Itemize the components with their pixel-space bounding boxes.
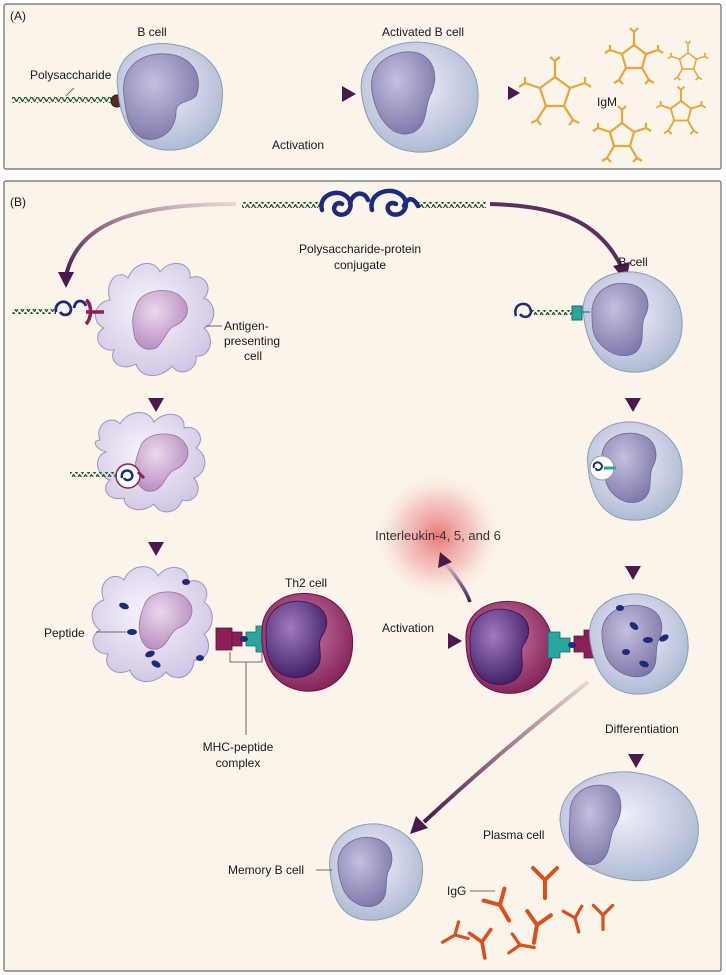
polysaccharide-protein-conjugate — [242, 188, 486, 217]
mhc-leader — [229, 652, 263, 735]
b-cell-arrow-2-head — [625, 566, 641, 580]
igg-antibody — [440, 920, 470, 944]
igm-pentamer — [604, 27, 664, 85]
igg-antibody — [531, 866, 559, 900]
interleukin-arrow-head — [438, 552, 452, 568]
memory-b-cell — [329, 823, 424, 921]
igm-label: IgM — [597, 95, 617, 109]
b-cell-a-label: B cell — [137, 25, 166, 39]
differentiation-label: Differentiation — [605, 722, 679, 736]
activation-label-a: Activation — [272, 138, 324, 152]
igm-pentamer — [518, 56, 592, 126]
conjugate-label-line2: conjugate — [334, 258, 386, 272]
differentiation-arrow-head — [628, 754, 644, 768]
igm-pentamer — [592, 105, 652, 163]
igg-antibody — [525, 909, 553, 945]
interleukin-label: Interleukin-4, 5, and 6 — [375, 528, 501, 543]
igg-antibody — [591, 903, 615, 932]
antigen-presenting-cell-2 — [70, 412, 206, 513]
mhc-label-line2: complex — [216, 756, 261, 770]
mhc-label-line1: MHC-peptide — [203, 740, 274, 754]
memory-arrow-head — [410, 816, 428, 834]
conjugate-to-b-cell-arrow — [489, 202, 624, 269]
th2-cell-activated — [465, 600, 554, 694]
igm-pentamer — [655, 85, 707, 135]
memory-b-cell-label: Memory B cell — [228, 863, 304, 877]
polysaccharide-label: Polysaccharide — [30, 68, 112, 82]
b-cell-b1 — [514, 271, 683, 373]
activated-b-cell — [360, 41, 479, 153]
igg-antibody — [467, 927, 493, 960]
b-cell-b-label: B cell — [618, 255, 647, 269]
plasma-cell-label: Plasma cell — [483, 828, 544, 842]
activated-b-cell-label: Activated B cell — [382, 25, 464, 39]
activation-arrow-b-head — [448, 633, 462, 649]
polysaccharide-chain — [12, 97, 116, 103]
memory-arrow — [422, 680, 590, 824]
conjugate-label-line1: Polysaccharide-protein — [299, 242, 421, 256]
interleukin-cloud — [370, 468, 506, 604]
conjugate-to-apc-arrow-head — [58, 272, 74, 288]
apc-arrow-1-head — [148, 398, 164, 412]
antigen-presenting-cell-3 — [91, 566, 213, 682]
activation-arrow-a-head — [342, 86, 356, 102]
panel-b-tag: (B) — [10, 195, 26, 209]
plasma-cell — [559, 771, 699, 882]
peptide-label: Peptide — [44, 626, 85, 640]
th2-cell — [261, 592, 354, 692]
interleukin-arrow — [442, 560, 472, 603]
b-cell-arrow-1-head — [625, 398, 641, 412]
polysaccharide-leader — [65, 87, 75, 97]
apc-label-line2: presenting — [224, 334, 280, 348]
th2-label: Th2 cell — [285, 576, 327, 590]
igg-label: IgG — [447, 884, 466, 898]
apc-label-line3: cell — [244, 349, 262, 363]
panel-a-tag: (A) — [10, 9, 26, 23]
igg-antibody — [507, 932, 536, 955]
igg-molecules — [440, 866, 615, 960]
igg-antibody — [561, 904, 584, 934]
igm-molecules — [518, 27, 709, 163]
b-cell-b3 — [589, 593, 689, 695]
antigen-presenting-cell-1 — [12, 263, 215, 376]
activation-label-b: Activation — [382, 621, 434, 635]
b-cell-b2 — [587, 421, 683, 521]
apc-arrow-2-head — [148, 542, 164, 556]
apc-label-line1: Antigen- — [224, 319, 269, 333]
conjugate-to-apc-arrow — [64, 202, 237, 277]
igm-arrow-head — [508, 86, 520, 100]
igm-pentamer — [667, 40, 709, 81]
panel-b-frame — [3, 180, 722, 972]
b-cell-a — [116, 43, 223, 151]
igg-antibody — [481, 886, 511, 923]
